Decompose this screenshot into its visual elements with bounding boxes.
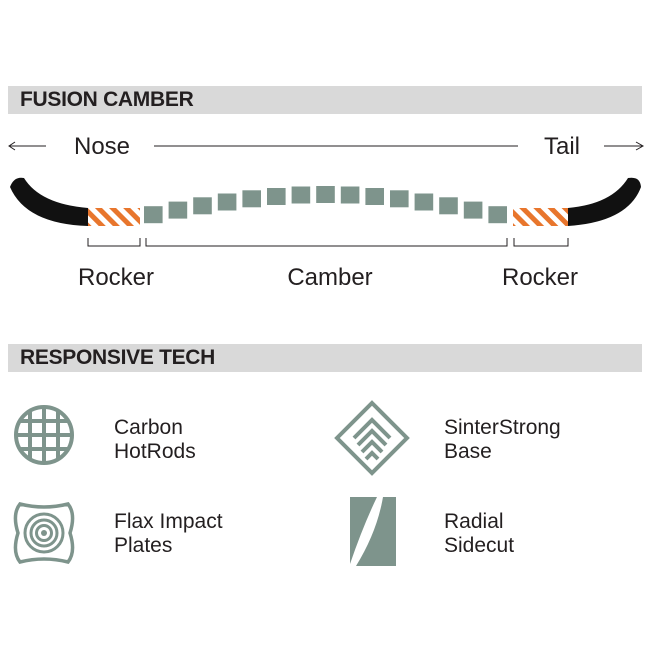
tech-item-sinterstrong-base: SinterStrong Base bbox=[444, 416, 561, 464]
camber-block bbox=[439, 197, 458, 215]
nose-arrow bbox=[8, 141, 46, 151]
tech-label-line1: Radial bbox=[444, 510, 504, 533]
camber-block bbox=[217, 193, 237, 211]
concentric-rings-icon bbox=[13, 502, 75, 564]
camber-block bbox=[267, 188, 286, 205]
nose-tip bbox=[10, 177, 88, 226]
zone-label-rocker-left: Rocker bbox=[78, 264, 154, 291]
camber-block bbox=[316, 186, 335, 203]
tech-item-carbon-hotrods: Carbon HotRods bbox=[114, 416, 196, 464]
camber-block bbox=[390, 190, 409, 208]
camber-blocks bbox=[144, 186, 507, 224]
tech-label-line2: Base bbox=[444, 440, 492, 463]
camber-block bbox=[291, 186, 311, 204]
sidecut-curve-icon bbox=[350, 497, 396, 566]
tech-label-line1: Carbon bbox=[114, 416, 183, 439]
camber-block bbox=[365, 188, 384, 205]
section-header-responsive-tech: RESPONSIVE TECH bbox=[8, 344, 642, 372]
nose-label: Nose bbox=[74, 133, 130, 160]
tail-tip bbox=[568, 177, 641, 226]
tail-arrow bbox=[604, 141, 645, 151]
camber-block bbox=[340, 186, 360, 204]
rocker-stripes-left bbox=[88, 208, 140, 226]
camber-block bbox=[144, 206, 163, 224]
camber-block bbox=[463, 201, 483, 219]
tech-label-line2: Plates bbox=[114, 534, 173, 557]
camber-block bbox=[193, 197, 212, 215]
tech-item-flax-impact-plates: Flax Impact Plates bbox=[114, 510, 223, 558]
camber-bracket bbox=[145, 238, 508, 247]
tech-label-line1: Flax Impact bbox=[114, 510, 223, 533]
rocker-left-bracket bbox=[87, 238, 141, 247]
section-header-fusion-camber: FUSION CAMBER bbox=[8, 86, 642, 114]
tail-label: Tail bbox=[544, 133, 580, 160]
camber-block bbox=[488, 206, 507, 224]
camber-block bbox=[168, 201, 188, 219]
tech-label-line1: SinterStrong bbox=[444, 416, 561, 439]
camber-profile-diagram: Nose Tail Rocker Camber Rocker bbox=[8, 133, 645, 291]
tech-label-line2: Sidecut bbox=[444, 534, 515, 557]
section-title: FUSION CAMBER bbox=[20, 88, 194, 111]
tech-item-radial-sidecut: Radial Sidecut bbox=[444, 510, 514, 558]
zone-label-rocker-right: Rocker bbox=[502, 264, 578, 291]
chevron-diamond-icon bbox=[334, 400, 410, 476]
camber-block bbox=[242, 190, 261, 208]
rocker-stripes-right bbox=[513, 208, 568, 226]
section-title: RESPONSIVE TECH bbox=[20, 346, 216, 369]
grid-circle-icon bbox=[14, 405, 74, 465]
zone-label-camber: Camber bbox=[287, 264, 372, 291]
tech-label-line2: HotRods bbox=[114, 440, 196, 463]
rocker-right-bracket bbox=[513, 238, 569, 247]
camber-block bbox=[414, 193, 434, 211]
